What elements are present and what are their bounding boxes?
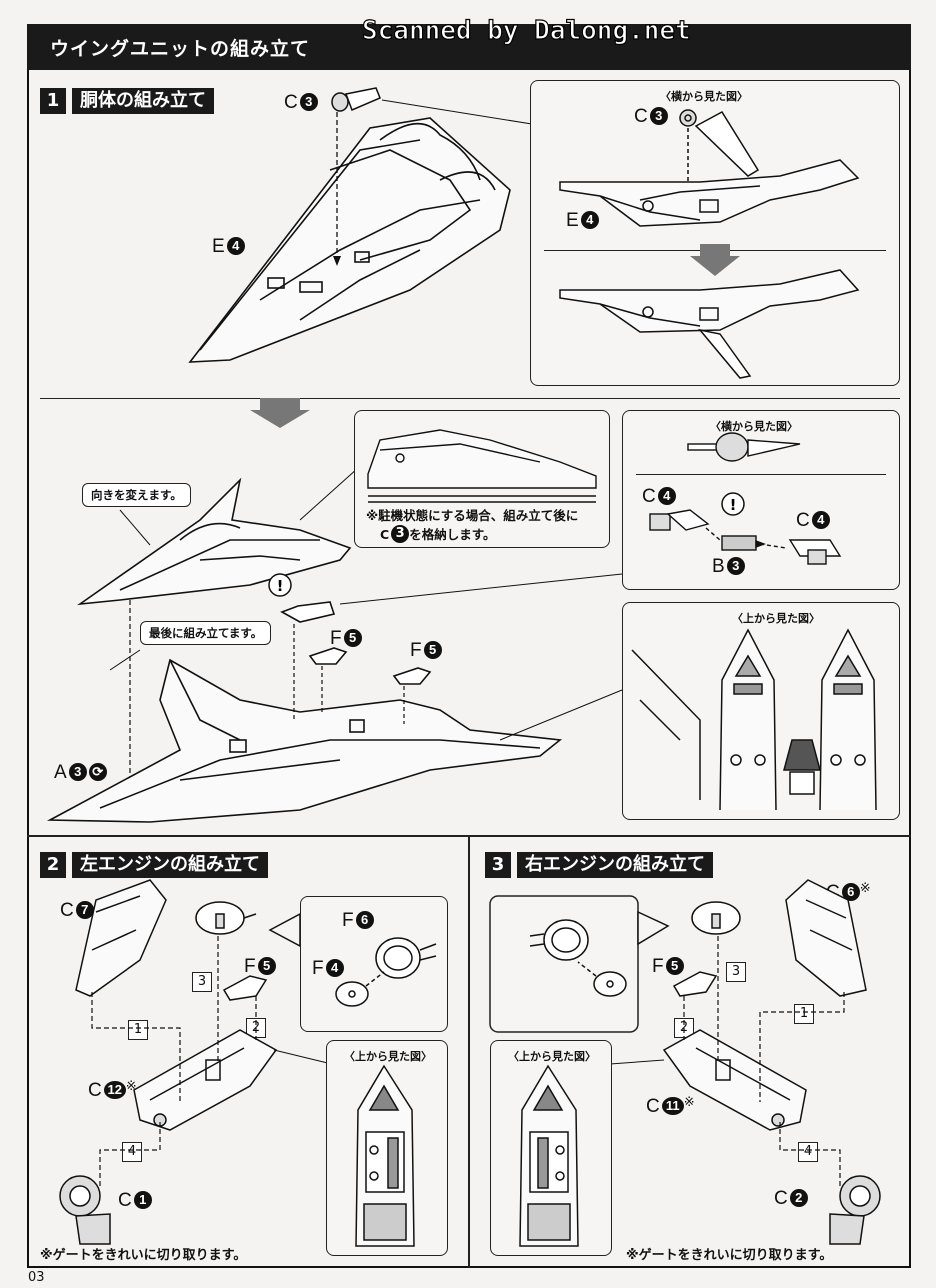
left-top-view-caption: 〈上から見た図〉 — [344, 1050, 432, 1063]
footnote-right: ※ゲートをきれいに切り取ります。 — [626, 1248, 833, 1263]
bubble-turn: 向きを変えます。 — [82, 483, 191, 507]
side-view-caption-2: 〈横から見た図〉 — [710, 420, 798, 433]
step1-divider — [40, 398, 900, 399]
side-view-2-divider — [636, 474, 886, 475]
order-1-left: 1 — [128, 1020, 148, 1040]
step1-title: 胴体の組み立て — [72, 88, 214, 114]
scan-watermark: Scanned by Dalong.net — [361, 15, 691, 46]
alert-icon-1: ! — [277, 577, 284, 595]
header-bar — [27, 24, 911, 70]
step1-number: 1 — [40, 88, 66, 114]
right-top-view-caption: 〈上から見た図〉 — [508, 1050, 596, 1063]
page-number: 03 — [28, 1270, 45, 1285]
step3-title: 右エンジンの組み立て — [517, 852, 713, 878]
step3-number: 3 — [485, 852, 511, 878]
step2-number: 2 — [40, 852, 66, 878]
footnote-left: ※ゲートをきれいに切り取ります。 — [40, 1248, 247, 1263]
order-4-left: 4 — [122, 1142, 142, 1162]
order-1-right: 1 — [794, 1004, 814, 1024]
order-3-left: 3 — [192, 972, 212, 992]
left-subpart-box — [300, 896, 448, 1032]
order-3-right: 3 — [726, 962, 746, 982]
column-divider — [468, 835, 470, 1268]
alert-icon-2: ! — [730, 496, 737, 514]
top-view-caption: 〈上から見た図〉 — [732, 612, 820, 625]
side-view-caption: 〈横から見た図〉 — [660, 90, 748, 103]
bubble-assemble-last: 最後に組み立てます。 — [140, 621, 272, 645]
page-title: ウイングユニットの組み立て — [50, 38, 311, 60]
order-4-right: 4 — [798, 1142, 818, 1162]
step2-title: 左エンジンの組み立て — [72, 852, 268, 878]
